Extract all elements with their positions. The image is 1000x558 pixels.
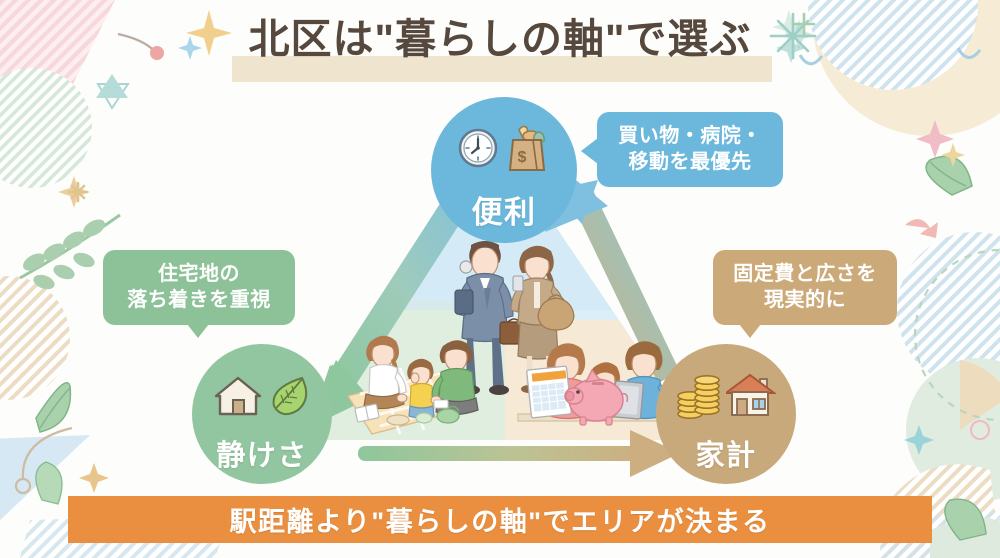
clock-icon [458, 128, 498, 168]
shopping-bag-icon: $ [508, 125, 546, 171]
piggy-bank-icon [564, 368, 629, 426]
node-kakei-icons [676, 358, 776, 432]
arc-decoration-right [956, 47, 982, 59]
olive-branch-icon [19, 213, 121, 290]
pink-circle-outline [970, 420, 990, 440]
node-kakei[interactable]: 家計 [656, 344, 796, 484]
blue-striped-circle-top [808, 0, 978, 90]
asterisk-icons [67, 12, 817, 203]
callout-benri-line2: 移動を最優先 [628, 151, 752, 174]
title-text: 北区は"暮らしの軸"で選ぶ [248, 16, 752, 62]
bottom-banner: 駅距離より"暮らしの軸"でエリアが決まる [68, 496, 932, 543]
leaf-icon-bottom-right [944, 498, 987, 541]
node-shizukesa-icons [212, 358, 312, 432]
arrow-shizukesa-to-kakei [358, 430, 680, 477]
callout-shizukesa-line2: 落ち着きを重視 [127, 289, 271, 312]
green-striped-circle [0, 68, 92, 188]
node-benri[interactable]: $ 便利 [431, 97, 577, 243]
blue-striped-circle-right [897, 232, 1000, 388]
callout-kakei-line2: 現実的に [764, 289, 846, 312]
family-picnic-illustration [346, 335, 479, 435]
callout-kakei-line1: 固定費と広さを [733, 263, 877, 285]
family-budgeting-illustration [517, 341, 679, 426]
node-shizukesa-label: 静けさ [216, 440, 308, 472]
arc-decoration-left [798, 54, 824, 66]
callout-shizukesa-line1: 住宅地の [158, 263, 240, 285]
curved-line-circle-bottom [14, 426, 73, 495]
node-benri-icons: $ [457, 111, 551, 185]
blue-corner-shape [0, 435, 90, 521]
leaf-icon-right [925, 155, 973, 196]
callout-benri: 買い物・病院・ 移動を最優先 [581, 112, 783, 187]
callout-kakei: 固定費と広さを 現実的に [713, 250, 897, 338]
node-shizukesa[interactable]: 静けさ [192, 344, 332, 484]
tan-quarter-shape [960, 360, 1000, 430]
page-title: 北区は"暮らしの軸"で選ぶ [0, 14, 1000, 82]
callout-shizukesa: 住宅地の 落ち着きを重視 [103, 250, 295, 338]
coin-stack-icon [677, 375, 720, 419]
leaf-icon-bottom-left [35, 461, 63, 505]
leaf-icon [272, 376, 308, 416]
arrow-squiggle [905, 219, 938, 238]
callout-benri-line1: 買い物・病院・ [618, 125, 762, 147]
node-benri-label: 便利 [471, 195, 537, 230]
svg-text:$: $ [518, 149, 527, 166]
dashed-circle [913, 248, 1000, 422]
house-icon [726, 373, 776, 416]
curved-line-dot-top [117, 32, 164, 60]
bottom-banner-text: 駅距離より"暮らしの軸"でエリアが決まる [229, 507, 771, 537]
node-kakei-label: 家計 [695, 440, 757, 472]
house-icon [214, 376, 262, 416]
beige-striped-circle-left [0, 276, 70, 400]
triangle-decoration [96, 74, 130, 110]
leaf-icon-left [35, 382, 72, 433]
